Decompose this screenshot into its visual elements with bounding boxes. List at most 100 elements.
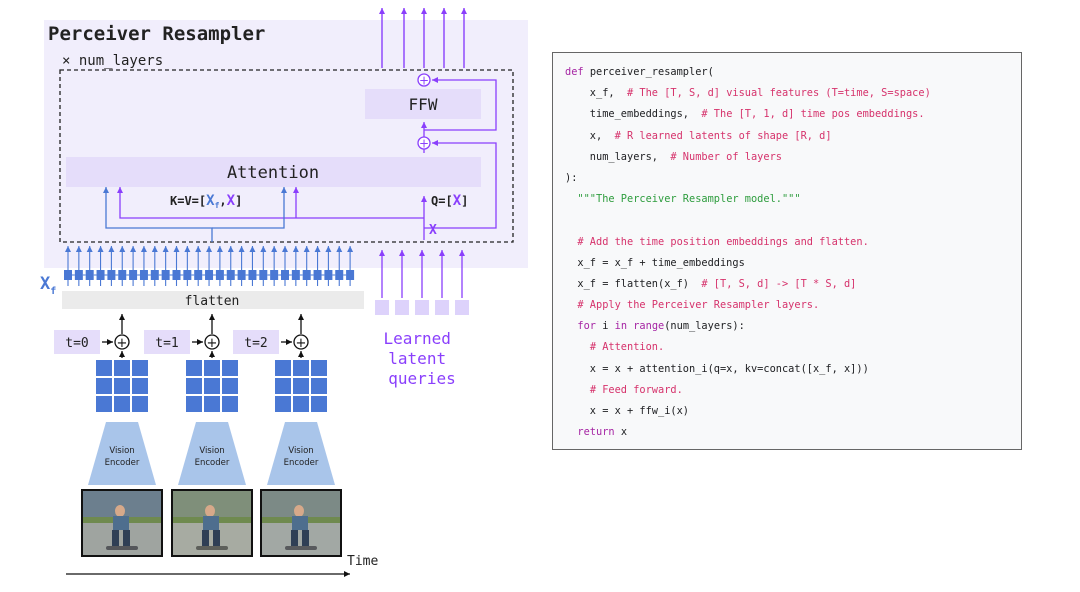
plus-sign: + bbox=[207, 336, 218, 351]
visual-token bbox=[324, 270, 333, 280]
vision-encoder bbox=[267, 422, 335, 485]
code-token: # The [T, S, d] visual features (T=time,… bbox=[627, 87, 931, 100]
encoder-label: Vision bbox=[288, 446, 313, 456]
resampler-panel bbox=[44, 20, 528, 268]
flatten-block bbox=[62, 291, 364, 309]
code-line: x = x + attention_i(q=x, kv=concat([x_f,… bbox=[565, 359, 1021, 380]
code-line: x, # R learned latents of shape [R, d] bbox=[565, 126, 1021, 147]
code-token: x, bbox=[565, 129, 615, 142]
code-line: # Apply the Perceiver Resampler layers. bbox=[565, 295, 1021, 316]
code-token: # R learned latents of shape [R, d] bbox=[614, 129, 832, 142]
visual-token bbox=[194, 270, 203, 280]
code-token bbox=[565, 193, 577, 205]
visual-token bbox=[161, 270, 170, 280]
encoder-label: Encoder bbox=[284, 458, 319, 468]
latent-query-box bbox=[395, 300, 409, 315]
code-token bbox=[565, 426, 577, 438]
code-token: # Feed forward. bbox=[589, 383, 683, 396]
feature-cell bbox=[132, 360, 148, 376]
feature-cell bbox=[186, 378, 202, 394]
feature-cell bbox=[275, 360, 291, 376]
latent-query-box bbox=[415, 300, 429, 315]
time-label: t=1 bbox=[155, 336, 178, 351]
feature-cell bbox=[96, 396, 112, 412]
visual-token bbox=[313, 270, 322, 280]
visual-token bbox=[74, 270, 83, 280]
output-arrows bbox=[379, 8, 467, 68]
code-token: # [T, S, d] -> [T * S, d] bbox=[701, 277, 857, 290]
time-label-box bbox=[233, 330, 279, 354]
token-strip bbox=[64, 270, 355, 280]
feature-cell bbox=[311, 378, 327, 394]
code-line: ): bbox=[565, 168, 1021, 189]
feature-cell bbox=[311, 396, 327, 412]
feature-cell bbox=[293, 360, 309, 376]
feature-cell bbox=[186, 396, 202, 412]
code-line: for i in range(num_layers): bbox=[565, 316, 1021, 337]
code-token: in bbox=[614, 320, 634, 333]
learned-query-boxes bbox=[375, 300, 469, 315]
visual-feature-flows bbox=[103, 187, 287, 242]
code-line: x_f, # The [T, S, d] visual features (T=… bbox=[565, 83, 1021, 104]
visual-token bbox=[226, 270, 235, 280]
code-token: i bbox=[602, 320, 615, 333]
add-node bbox=[293, 334, 309, 350]
vision-encoder bbox=[178, 422, 246, 485]
layer-box bbox=[59, 69, 514, 243]
visual-token bbox=[183, 270, 192, 280]
time-axis-label: Time bbox=[347, 554, 378, 569]
code-token: num_layers, bbox=[565, 150, 671, 163]
svg-text:+: + bbox=[419, 74, 429, 88]
visual-token bbox=[107, 270, 116, 280]
code-line: num_layers, # Number of layers bbox=[565, 147, 1021, 168]
visual-token bbox=[302, 270, 311, 280]
feature-cell bbox=[96, 378, 112, 394]
code-token bbox=[565, 384, 590, 396]
code-token: # Number of layers bbox=[670, 150, 782, 163]
plus-sign: + bbox=[296, 336, 307, 351]
visual-token bbox=[346, 270, 355, 280]
code-line: return x bbox=[565, 422, 1021, 443]
code-token: def bbox=[565, 66, 590, 78]
code-token: range bbox=[633, 320, 665, 333]
add-node bbox=[114, 334, 130, 350]
perceiver-diagram: Perceiver Resampler × num_layers FFW Att… bbox=[40, 8, 528, 577]
attention-label: Attention bbox=[227, 163, 319, 183]
visual-token bbox=[129, 270, 138, 280]
feature-cell bbox=[114, 378, 130, 394]
vision-encoder bbox=[88, 422, 156, 485]
visual-token bbox=[281, 270, 289, 280]
encoder-label: Vision bbox=[109, 446, 134, 456]
code-token: x_f = flatten(x_f) bbox=[565, 277, 702, 290]
code-line: # Attention. bbox=[565, 337, 1021, 358]
code-line: """The Perceiver Resampler model.""" bbox=[565, 189, 1021, 210]
ffw-add-node bbox=[417, 73, 431, 87]
feature-cell bbox=[311, 360, 327, 376]
code-token: x = x + ffw_i(x) bbox=[565, 405, 689, 417]
code-token: x bbox=[620, 426, 628, 439]
feature-cell bbox=[204, 378, 220, 394]
visual-token bbox=[96, 270, 105, 280]
ffw-block bbox=[365, 89, 481, 119]
feature-cell bbox=[275, 396, 291, 412]
visual-token bbox=[259, 270, 268, 280]
latent-query-box bbox=[435, 300, 449, 315]
add-node bbox=[204, 334, 220, 350]
latent-query-box bbox=[375, 300, 389, 315]
svg-text:+: + bbox=[419, 137, 429, 151]
code-token: (num_layers): bbox=[664, 320, 745, 333]
code-line: x_f = flatten(x_f) # [T, S, d] -> [T * S… bbox=[565, 274, 1021, 295]
feature-cell bbox=[204, 396, 220, 412]
feature-cell bbox=[132, 378, 148, 394]
feature-cell bbox=[275, 378, 291, 394]
visual-token bbox=[172, 270, 181, 280]
q-label: Q=[X] bbox=[431, 193, 468, 209]
visual-token bbox=[118, 270, 127, 280]
code-token: """The Perceiver Resampler model.""" bbox=[577, 193, 801, 206]
code-token: perceiver_resampler( bbox=[589, 66, 714, 78]
code-token: x_f, bbox=[565, 87, 627, 100]
time-label: t=2 bbox=[244, 336, 267, 351]
code-line: x = x + ffw_i(x) bbox=[565, 401, 1021, 422]
feature-cell bbox=[222, 396, 238, 412]
feature-cell bbox=[132, 396, 148, 412]
